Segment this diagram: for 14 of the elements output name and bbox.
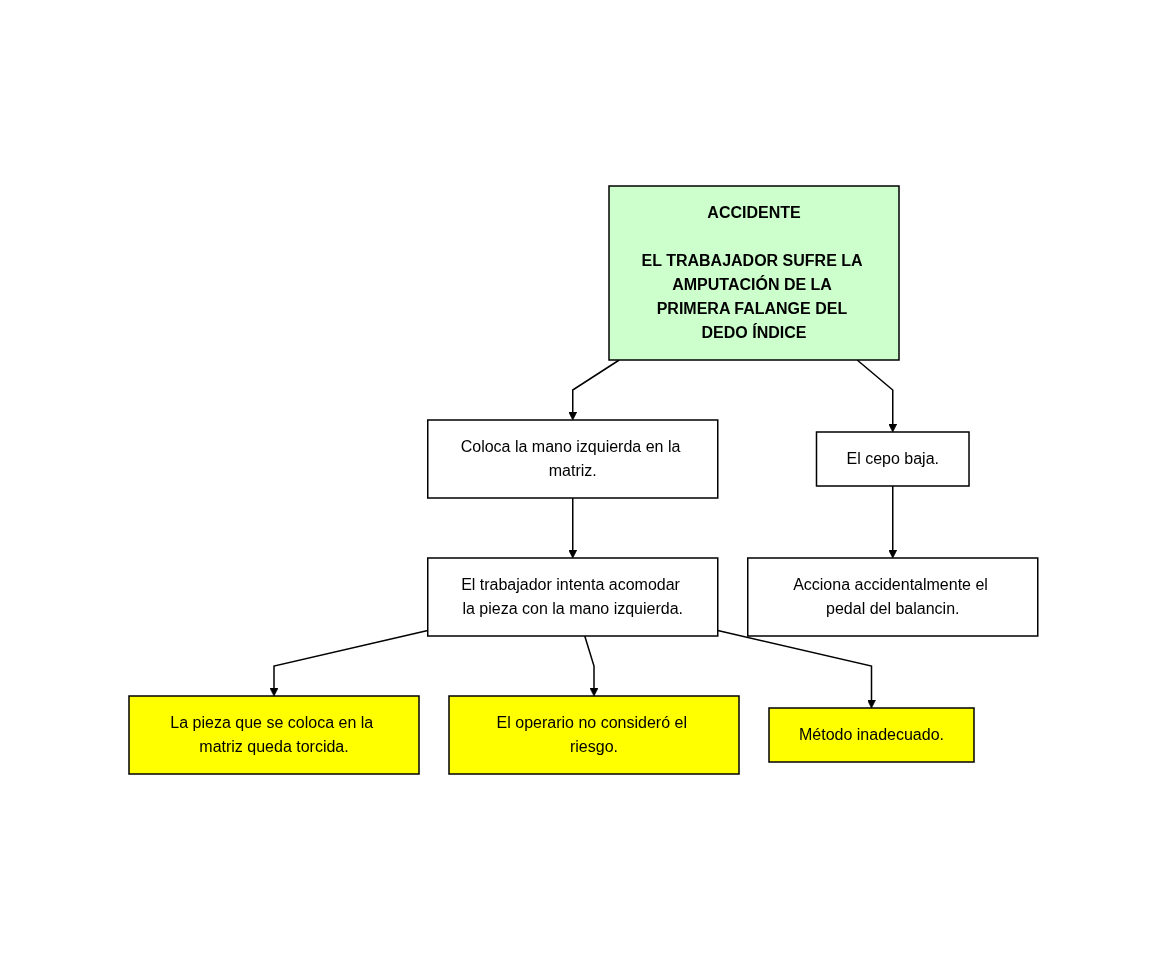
arrow (584, 635, 599, 697)
node-box: La pieza que se coloca en la matriz queda torcida. (128, 695, 420, 775)
node-box: Método inadecuado. (768, 707, 975, 763)
arrow (856, 359, 898, 433)
arrow (888, 485, 898, 559)
arrow (568, 359, 621, 421)
arrow (568, 497, 578, 559)
node-box: Acciona accidentalmente el pedal del balancin. (747, 557, 1039, 637)
node-box: El operario no consideró el riesgo. (448, 695, 740, 775)
node-box: El cepo baja. (815, 431, 970, 487)
node-box: El trabajador intenta acomodar la pieza con la mano izquierda. (427, 557, 719, 637)
arrow (717, 629, 877, 709)
node-box: ACCIDENTE EL TRABAJADOR SUFRE LA AMPUTACIÓN DE LA PRIMERA FALANGE DEL DEDO ÍNDICE (608, 185, 900, 361)
node-box: Coloca la mano izquierda en la matriz. (427, 419, 719, 499)
